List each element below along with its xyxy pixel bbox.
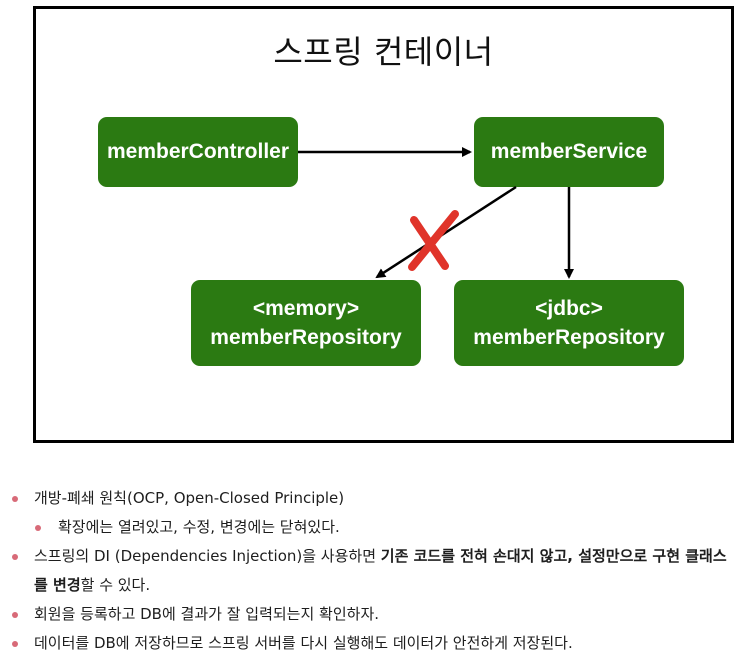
note-text: 확장에는 열려있고, 수정, 변경에는 닫혀있다. — [58, 518, 340, 536]
node-memory-label: memberRepository — [210, 326, 402, 349]
node-member-controller: memberController — [98, 117, 298, 187]
note-text-pre: 스프링의 DI (Dependencies Injection)을 사용하면 — [34, 547, 381, 565]
note-text: 회원을 등록하고 DB에 결과가 잘 입력되는지 확인하자. — [34, 605, 380, 623]
note-text: 개방-폐쇄 원칙(OCP, Open-Closed Principle) — [34, 489, 345, 507]
node-memory-tag: <memory> — [252, 296, 360, 320]
note-item-register: 회원을 등록하고 DB에 결과가 잘 입력되는지 확인하자. — [10, 600, 740, 629]
node-jdbc-member-repository: <jdbc> memberRepository — [454, 280, 684, 366]
note-item-di: 스프링의 DI (Dependencies Injection)을 사용하면 기… — [10, 542, 740, 600]
note-text-bold: 기존 코드를 전혀 손대지 않고, 설정만으로 구현 클래스를 변경 — [34, 547, 727, 594]
note-text-post: 할 수 있다. — [80, 576, 151, 594]
bullet-icon — [12, 496, 18, 502]
note-item-ocp: 개방-폐쇄 원칙(OCP, Open-Closed Principle) — [10, 484, 740, 513]
notes-list: 개방-폐쇄 원칙(OCP, Open-Closed Principle) 확장에… — [10, 484, 740, 658]
node-member-service: memberService — [474, 117, 664, 187]
bullet-icon — [12, 641, 18, 647]
node-member-controller-label: memberController — [106, 140, 290, 164]
container-title: 스프링 컨테이너 — [273, 33, 494, 71]
node-member-service-label: memberService — [490, 140, 648, 164]
spring-container-frame: 스프링 컨테이너 — [33, 6, 734, 443]
note-text: 데이터를 DB에 저장하므로 스프링 서버를 다시 실행해도 데이터가 안전하게… — [34, 634, 573, 652]
note-item-persist: 데이터를 DB에 저장하므로 스프링 서버를 다시 실행해도 데이터가 안전하게… — [10, 629, 740, 658]
note-subitem-open-closed: 확장에는 열려있고, 수정, 변경에는 닫혀있다. — [10, 513, 740, 542]
bullet-icon — [35, 525, 41, 531]
bullet-icon — [12, 612, 18, 618]
node-memory-member-repository: <memory> memberRepository — [191, 280, 421, 366]
bullet-icon — [12, 554, 18, 560]
node-jdbc-tag: <jdbc> — [535, 296, 603, 320]
node-jdbc-label: memberRepository — [473, 326, 665, 349]
